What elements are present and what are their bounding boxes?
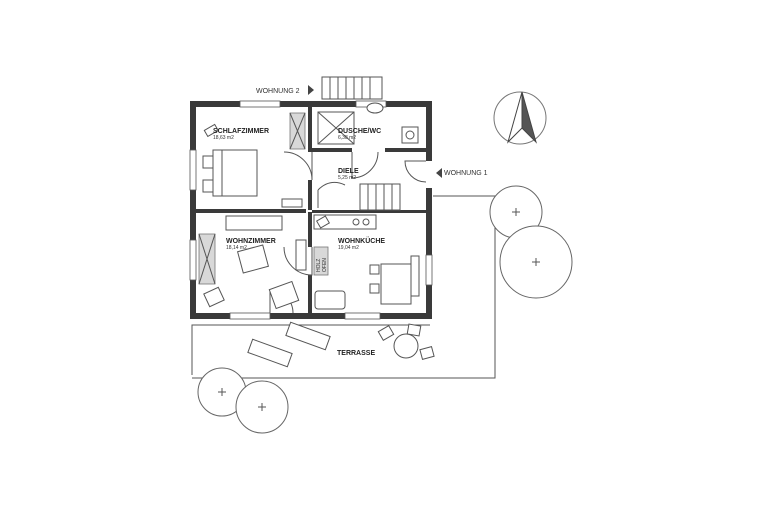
room-area-wohnzimmer: 18,14 m2 [226,245,247,251]
stairs-diele [317,181,401,211]
room-area-schlafzimmer: 18,63 m2 [213,135,234,141]
stairs-wohnung-2 [308,76,383,100]
room-area-diele: 5,25 m2 [338,175,356,181]
tree-symbol-icon [197,185,573,434]
label-wohnung-2: WOHNUNG 2 [256,88,300,95]
entry-arrow-icon [436,168,442,178]
north-arrow-icon [493,91,547,145]
room-name-wohnzimmer: WOHNZIMMER [226,238,276,245]
room-name-dusche: DUSCHE/WC [338,128,381,135]
room-name-schlafzimmer: SCHLAFZIMMER [213,128,269,135]
room-area-wohnkueche: 19,04 m2 [338,245,359,251]
room-area-dusche: 6,38 m2 [338,135,356,141]
inner-walls [196,107,426,313]
wohnzimmer-furniture [198,215,307,310]
outer-walls [190,101,432,319]
room-name-wohnkueche: WOHNKÜCHE [338,236,385,245]
bathroom-fixtures [317,102,419,145]
windows [189,100,433,320]
holzofen-label-line1: HOLZ [316,259,322,272]
label-terrasse: TERRASSE [337,350,375,357]
kitchen-furniture [313,214,420,310]
holzofen-label-line2: OFEN [322,258,328,272]
room-name-diele: DIELE [338,168,359,175]
garden-outline [191,195,500,379]
terrace-furniture [247,321,435,368]
label-wohnung-1: WOHNUNG 1 [444,170,488,177]
schlafzimmer-furniture [202,112,306,208]
